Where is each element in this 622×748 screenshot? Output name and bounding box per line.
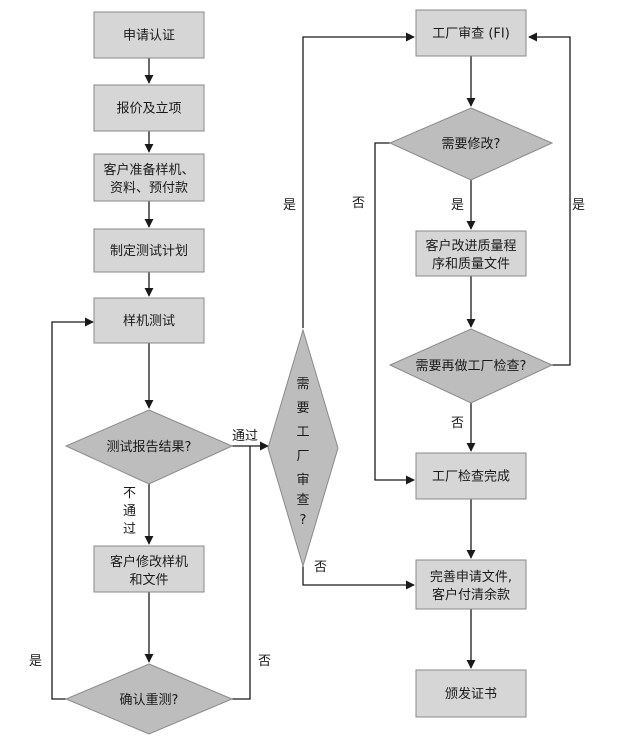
decision-need-fi-char4: 厂: [296, 449, 309, 464]
node-fi: 工厂审查 (FI): [415, 9, 527, 57]
decision-need-modify-text: 需要修改?: [442, 137, 501, 152]
line-retest-no: [232, 446, 251, 700]
node-plan-text: 制定测试计划: [110, 244, 188, 259]
node-finalize-line1: 完善申请文件,: [430, 569, 512, 585]
node-fi-done-text: 工厂检查完成: [432, 470, 510, 485]
node-improve: 客户改进质量程 序和质量文件: [415, 230, 527, 277]
decision-need-fi: 需 要 工 厂 审 查 ?: [267, 328, 339, 568]
label-not-pass-2: 通: [123, 504, 136, 519]
connectors: [51, 32, 571, 700]
node-fi-text: 工厂审查 (FI): [432, 27, 510, 42]
arrow-need-fi-no: [302, 566, 415, 590]
node-modify-line1: 客户修改样机: [110, 554, 188, 570]
node-modify-line2: 和文件: [129, 573, 168, 588]
label-no-redo-fi: 否: [451, 416, 464, 431]
node-finalize: 完善申请文件, 客户付清余款: [415, 559, 527, 610]
decision-report-result: 测试报告结果?: [64, 409, 234, 485]
arrow-redo-yes: [528, 32, 571, 366]
node-improve-line2: 序和质量文件: [432, 257, 510, 272]
decision-need-fi-char7: ?: [300, 513, 307, 528]
decision-redo-fi: 需要再做工厂检查?: [388, 328, 554, 404]
node-finalize-line2: 客户付清余款: [432, 587, 510, 603]
label-no-retest: 否: [258, 654, 271, 669]
decision-redo-fi-text: 需要再做工厂检查?: [416, 359, 527, 374]
node-plan: 制定测试计划: [93, 228, 205, 273]
label-no-need-fi: 否: [314, 560, 327, 575]
edge-labels: 通过 不 通 过 是 否 是 否 否 是 是 否: [29, 196, 585, 669]
node-apply: 申请认证: [93, 11, 205, 59]
node-issue-cert: 颁发证书: [415, 669, 527, 718]
decision-confirm-retest-text: 确认重测?: [120, 692, 179, 708]
arrow-retest-yes: [51, 317, 94, 700]
decision-need-fi-char2: 要: [296, 401, 309, 416]
node-apply-text: 申请认证: [123, 29, 175, 44]
label-no-need-modify: 否: [352, 196, 365, 211]
decision-need-fi-char5: 审: [296, 473, 309, 488]
node-fi-done: 工厂检查完成: [415, 452, 527, 500]
label-not-pass-1: 不: [123, 486, 136, 501]
node-prepare-line1: 客户准备样机、: [103, 162, 194, 178]
node-modify: 客户修改样机 和文件: [93, 545, 205, 593]
decision-need-modify: 需要修改?: [388, 107, 554, 181]
label-yes-need-fi: 是: [283, 198, 296, 213]
arrow-need-fi-yes: [302, 32, 415, 328]
decision-need-fi-char3: 工: [296, 425, 309, 440]
node-issue-cert-text: 颁发证书: [445, 686, 497, 702]
label-not-pass-3: 过: [123, 522, 136, 537]
arrow-need-modify-no: [374, 142, 415, 485]
node-improve-line1: 客户改进质量程: [425, 238, 516, 254]
label-yes-need-modify: 是: [451, 198, 464, 213]
node-prepare-line2: 资料、预付款: [110, 181, 188, 196]
decision-need-fi-char1: 需: [296, 377, 309, 392]
node-quote: 报价及立项: [93, 84, 205, 132]
label-yes-retest: 是: [29, 654, 42, 669]
decision-confirm-retest: 确认重测?: [64, 663, 234, 735]
decision-need-fi-char6: 查: [296, 493, 309, 508]
label-pass: 通过: [232, 429, 258, 444]
node-quote-text: 报价及立项: [116, 102, 181, 117]
decision-report-result-text: 测试报告结果?: [107, 440, 192, 455]
label-yes-redo-fi: 是: [572, 198, 585, 213]
node-sample-test-text: 样机测试: [123, 314, 175, 329]
node-prepare: 客户准备样机、 资料、预付款: [93, 153, 205, 202]
node-sample-test: 样机测试: [93, 297, 205, 344]
